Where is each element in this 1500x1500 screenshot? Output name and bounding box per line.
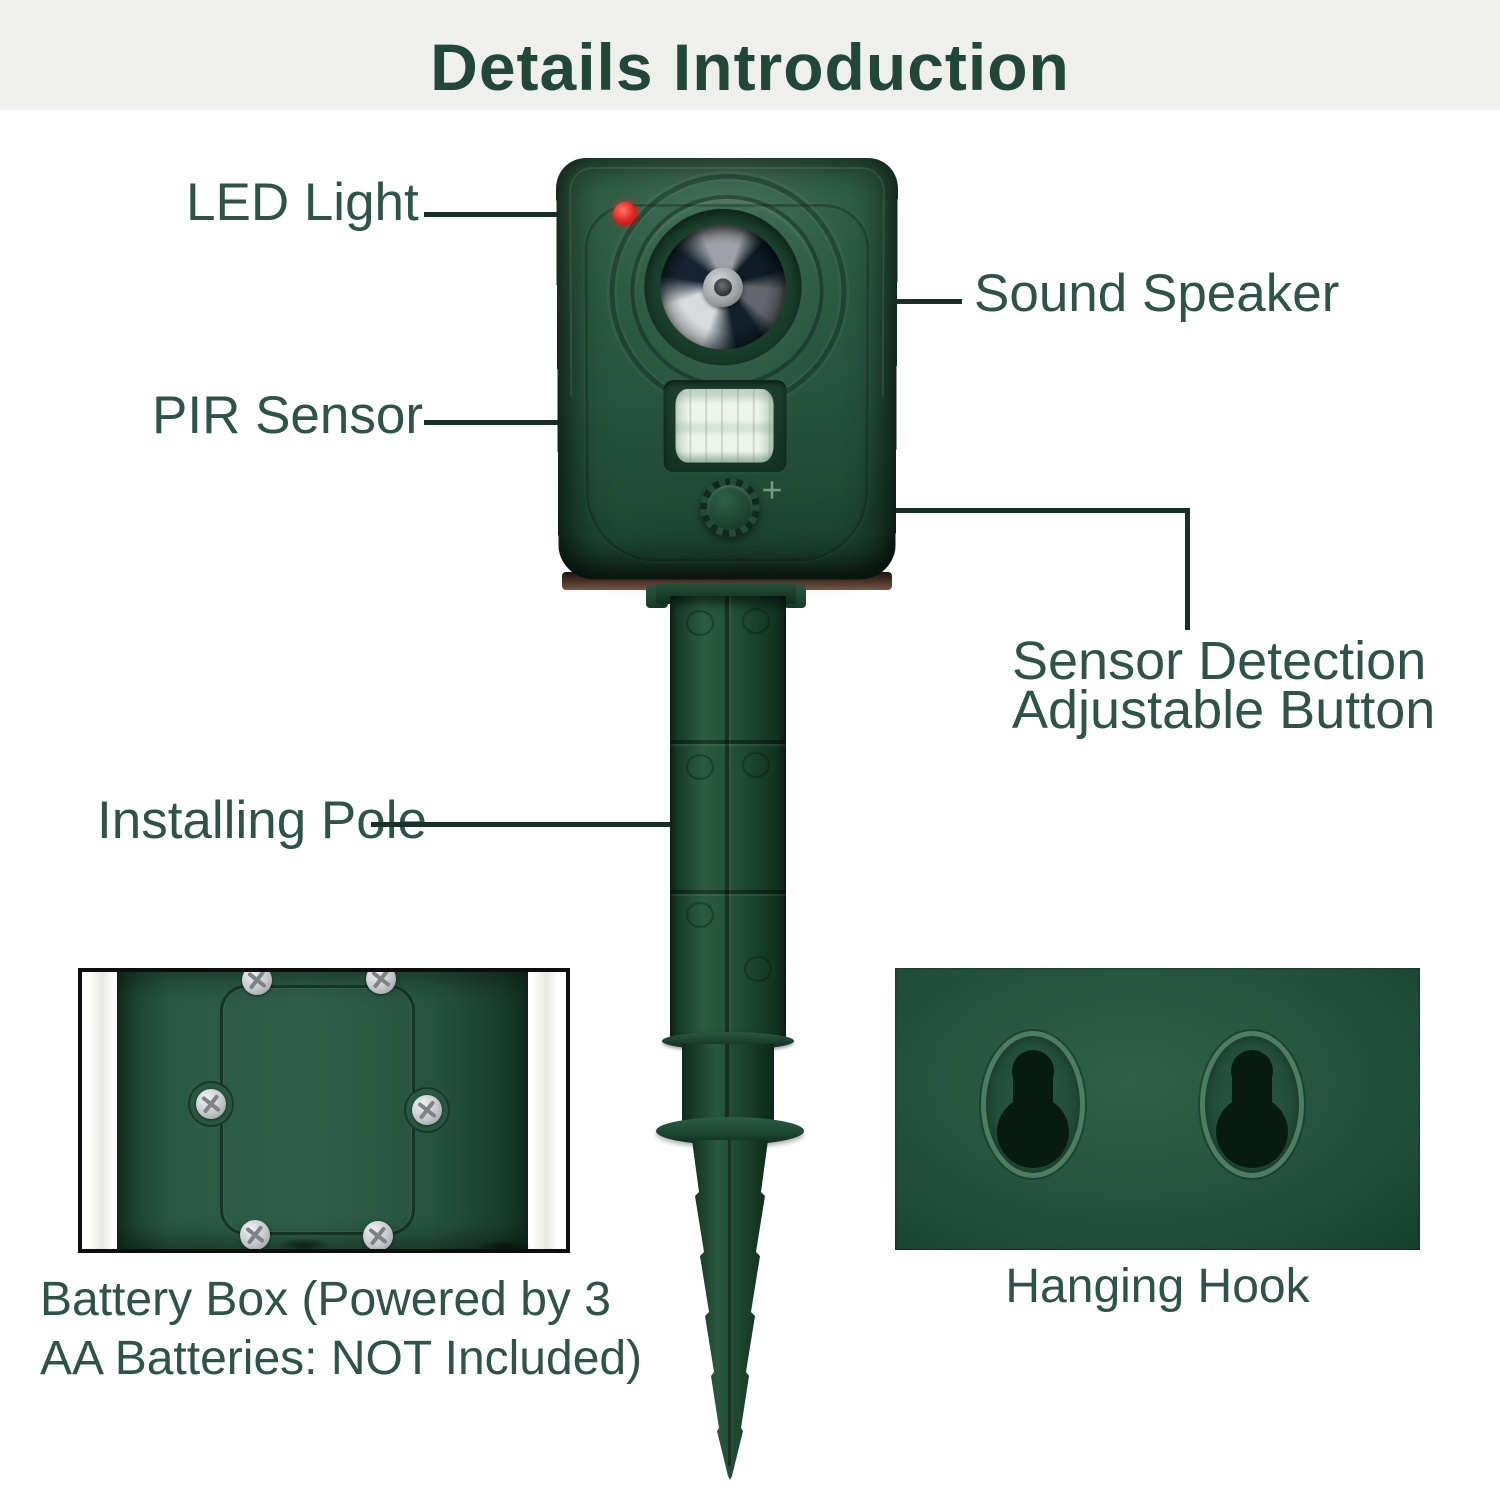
leader-line-pole bbox=[371, 822, 697, 827]
screw bbox=[412, 1095, 442, 1125]
spike-center-ridge bbox=[728, 1140, 731, 1467]
tube-center-ridge bbox=[725, 1044, 729, 1128]
hanging-hook-caption: Hanging Hook bbox=[895, 1263, 1420, 1311]
hanging-hook-inset bbox=[895, 968, 1420, 1250]
photo-shading-right bbox=[532, 972, 558, 1249]
battery-cover-plate bbox=[220, 985, 415, 1235]
sensor-adjust-knob bbox=[700, 478, 760, 537]
label-sensor-detection-line2: Adjustable Button bbox=[1012, 680, 1436, 740]
sensor-adjust-knob-top bbox=[707, 484, 753, 530]
label-installing-pole: Installing Pole bbox=[97, 791, 427, 850]
pole-seam bbox=[671, 890, 785, 894]
device-back-panel bbox=[117, 972, 528, 1249]
molding-mark bbox=[742, 608, 770, 634]
screw bbox=[240, 1220, 270, 1249]
pole-center-ridge bbox=[725, 596, 729, 1042]
photo-shading-left bbox=[88, 972, 114, 1249]
keyhole-left-bottom-hole bbox=[997, 1096, 1069, 1168]
battery-box-inset bbox=[78, 968, 570, 1253]
screw bbox=[366, 972, 396, 994]
pir-sensor-frame bbox=[663, 380, 787, 473]
label-battery-box-line2: AA Batteries: NOT Included) bbox=[40, 1332, 643, 1385]
page-title: Details Introduction bbox=[430, 30, 1070, 104]
leader-line-knob-horizontal bbox=[748, 508, 1190, 513]
molding-mark bbox=[686, 754, 714, 780]
pole-seam bbox=[671, 740, 785, 744]
keyhole-right-bottom-hole bbox=[1216, 1096, 1288, 1168]
header-strip: Details Introduction bbox=[0, 0, 1500, 110]
molding-mark bbox=[744, 956, 772, 982]
installing-pole-lower bbox=[682, 1044, 774, 1128]
screw bbox=[242, 972, 272, 995]
molding-mark bbox=[686, 902, 714, 928]
foot-shadow bbox=[278, 1238, 330, 1249]
speaker-hub bbox=[703, 267, 743, 308]
ground-spike bbox=[692, 1140, 768, 1480]
leader-line-led bbox=[424, 212, 613, 217]
label-sound-speaker: Sound Speaker bbox=[974, 264, 1340, 323]
speaker-hub-screw bbox=[714, 278, 732, 297]
label-pir-sensor: PIR Sensor bbox=[152, 386, 424, 445]
leader-line-knob-vertical bbox=[1185, 508, 1190, 630]
label-hanging-hook: Hanging Hook bbox=[1005, 1260, 1310, 1313]
foot-shadow bbox=[478, 1240, 530, 1249]
label-sensor-detection-line1: Sensor Detection bbox=[1012, 631, 1427, 691]
label-battery-box-line1: Battery Box (Powered by 3 bbox=[40, 1273, 611, 1326]
pir-sensor-lens bbox=[675, 388, 774, 463]
knob-plus-marking: + bbox=[761, 469, 783, 510]
molding-mark bbox=[686, 610, 714, 636]
speaker-lens bbox=[660, 224, 786, 350]
label-led-light: LED Light bbox=[186, 173, 419, 232]
repeller-head: + bbox=[556, 158, 898, 580]
molding-mark bbox=[742, 752, 770, 778]
screw bbox=[196, 1089, 226, 1119]
installing-pole-upper bbox=[670, 596, 786, 1042]
screw bbox=[363, 1221, 393, 1249]
